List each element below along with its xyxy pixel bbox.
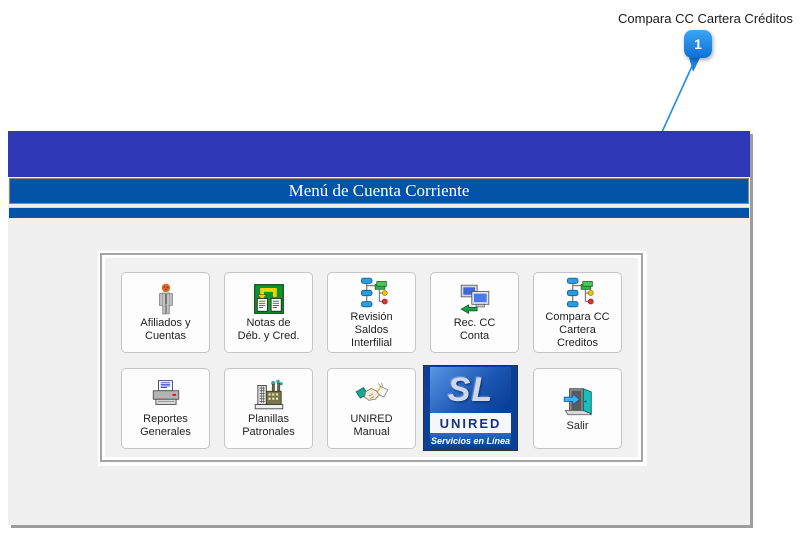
app-window: Menú de Cuenta Corriente Afiliados [8,131,750,525]
org-tree-icon [360,277,388,307]
button-label: Salir [566,419,589,432]
callout-badge-number: 1 [694,36,702,52]
menu-group-panel-inner: Afiliados y Cuentas Notas de Déb. y Cred… [100,253,643,462]
sl-logo: SL [430,367,511,413]
salir-button[interactable]: Salir [533,368,622,449]
button-label: Notas de Déb. y Cred. [237,317,300,342]
debit-credit-notes-icon [253,284,284,314]
compara-cc-button[interactable]: Compara CC Cartera Creditos [533,272,622,353]
window-title-bar: Menú de Cuenta Corriente [9,178,749,204]
button-label: Compara CC Cartera Creditos [545,310,610,349]
factory-icon [254,379,283,410]
revision-saldos-button[interactable]: Revisión Saldos Interfilial [327,272,416,353]
computers-sync-icon [459,284,489,314]
page-title: Menú de Cuenta Corriente [288,181,470,200]
window-header-stripe [9,207,749,218]
sl-logo-tagline: Servicios en Línea [430,436,511,446]
unired-sl-logo-button[interactable]: SL UNIRED Servicios en Línea [423,365,518,451]
button-label: Afiliados y Cuentas [140,317,191,342]
callout-label: Compara CC Cartera Créditos [618,11,793,26]
printer-icon [152,380,179,405]
callout-badge: 1 [684,30,712,58]
person-icon [158,283,173,315]
handshake-icon [355,382,388,401]
unired-manual-button[interactable]: UNIRED Manual [327,368,416,449]
button-label: Reportes Generales [140,413,191,438]
button-label: Rec. CC Conta [453,317,496,342]
org-tree-icon [566,277,594,307]
window-top-band [8,131,750,177]
planillas-patronales-button[interactable]: Planillas Patronales [224,368,313,449]
button-label: Planillas Patronales [242,413,295,438]
afiliados-y-cuentas-button[interactable]: Afiliados y Cuentas [121,272,210,353]
button-label: Revisión Saldos Interfilial [350,310,393,349]
exit-door-icon [563,387,592,415]
menu-group-panel: Afiliados y Cuentas Notas de Déb. y Cred… [98,251,647,466]
reportes-generales-button[interactable]: Reportes Generales [121,368,210,449]
button-label: UNIRED Manual [350,413,393,438]
sl-logo-name: UNIRED [439,415,502,431]
rec-cc-conta-button[interactable]: Rec. CC Conta [430,272,519,353]
notas-deb-cred-button[interactable]: Notas de Déb. y Cred. [224,272,313,353]
sl-logo-initials: SL [447,370,494,409]
